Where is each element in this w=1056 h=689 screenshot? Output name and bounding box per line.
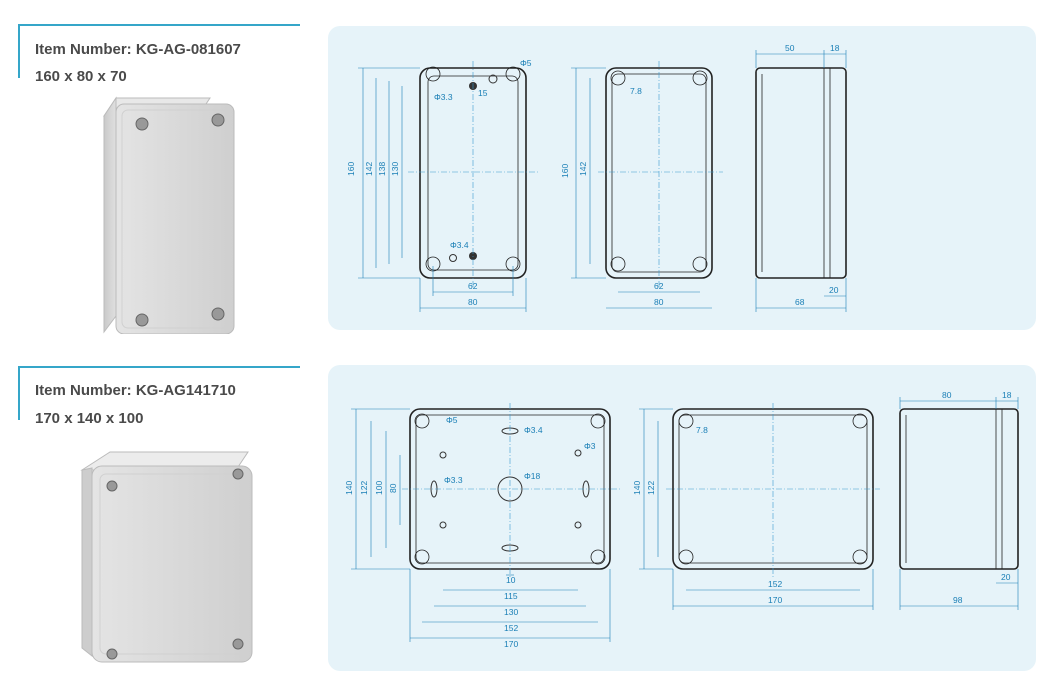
dim-label: 160 — [346, 162, 356, 176]
dim-label: 20 — [1001, 572, 1011, 582]
dim-label: Φ3.4 — [524, 425, 543, 435]
item-number: Item Number: KG-AG141710 — [35, 382, 236, 399]
dim-label: 62 — [654, 281, 664, 291]
dim-label: Φ5 — [446, 415, 458, 425]
dim-label: Φ3.4 — [450, 240, 469, 250]
dim-label: 152 — [504, 623, 518, 633]
dim-label: 80 — [654, 297, 664, 307]
dim-label: Φ5 — [520, 58, 532, 68]
side-view: 50 18 20 68 — [755, 43, 847, 312]
dim-label: 122 — [359, 481, 369, 495]
header-accent-line — [18, 366, 300, 420]
item-dimensions: 170 x 140 x 100 — [35, 410, 144, 427]
dim-label: 160 — [560, 164, 570, 178]
product-photo — [103, 96, 235, 334]
dim-label: 130 — [504, 607, 518, 617]
dim-label: 130 — [390, 162, 400, 176]
dim-label: 115 — [504, 591, 518, 601]
dim-label: Φ3 — [584, 441, 596, 451]
drawing-panel-1: 160 142 138 130 62 80 Φ5 Φ3.3 15 Φ3.4 — [328, 26, 1036, 330]
item-number: Item Number: KG-AG-081607 — [35, 41, 241, 58]
dim-label: 62 — [468, 281, 478, 291]
dim-label: 7.8 — [630, 86, 642, 96]
back-view: 140 122 7.8 152 170 — [632, 403, 880, 610]
dim-label: 98 — [953, 595, 963, 605]
dim-label: 142 — [578, 162, 588, 176]
technical-drawing-1: 160 142 138 130 62 80 Φ5 Φ3.3 15 Φ3.4 — [346, 43, 847, 312]
product-photo — [80, 451, 253, 663]
dim-label: 10 — [506, 575, 516, 585]
header-accent-line — [18, 24, 300, 78]
dim-label: 80 — [468, 297, 478, 307]
side-view: 80 18 20 98 — [899, 390, 1019, 610]
dim-label: 140 — [344, 481, 354, 495]
technical-drawing-2: 140 122 100 80 Φ5 Φ3.4 Φ3 Φ3.3 Φ18 10 11… — [344, 390, 1019, 649]
dim-label: 50 — [785, 43, 795, 53]
dim-label: 80 — [942, 390, 952, 400]
dim-label: 142 — [364, 162, 374, 176]
front-view: 140 122 100 80 Φ5 Φ3.4 Φ3 Φ3.3 Φ18 10 11… — [344, 403, 620, 649]
dim-label: 18 — [830, 43, 840, 53]
dim-label: 80 — [388, 483, 398, 493]
item-dimensions: 160 x 80 x 70 — [35, 68, 127, 85]
drawing-panel-2: 140 122 100 80 Φ5 Φ3.4 Φ3 Φ3.3 Φ18 10 11… — [328, 365, 1036, 671]
dim-label: 170 — [504, 639, 518, 649]
dim-label: 122 — [646, 481, 656, 495]
dim-label: 18 — [1002, 390, 1012, 400]
dim-label: 20 — [829, 285, 839, 295]
dim-label: 7.8 — [696, 425, 708, 435]
dim-label: Φ3.3 — [444, 475, 463, 485]
dim-label: 138 — [377, 162, 387, 176]
dim-label: 140 — [632, 481, 642, 495]
dim-label: 152 — [768, 579, 782, 589]
dim-label: 100 — [374, 481, 384, 495]
dim-label: 170 — [768, 595, 782, 605]
dim-label: 15 — [478, 88, 488, 98]
dim-label: Φ3.3 — [434, 92, 453, 102]
front-view: 160 142 138 130 62 80 Φ5 Φ3.3 15 Φ3.4 — [346, 58, 538, 312]
back-view: 160 142 62 80 7.8 — [560, 61, 723, 309]
dim-label: Φ18 — [524, 471, 541, 481]
dim-label: 68 — [795, 297, 805, 307]
